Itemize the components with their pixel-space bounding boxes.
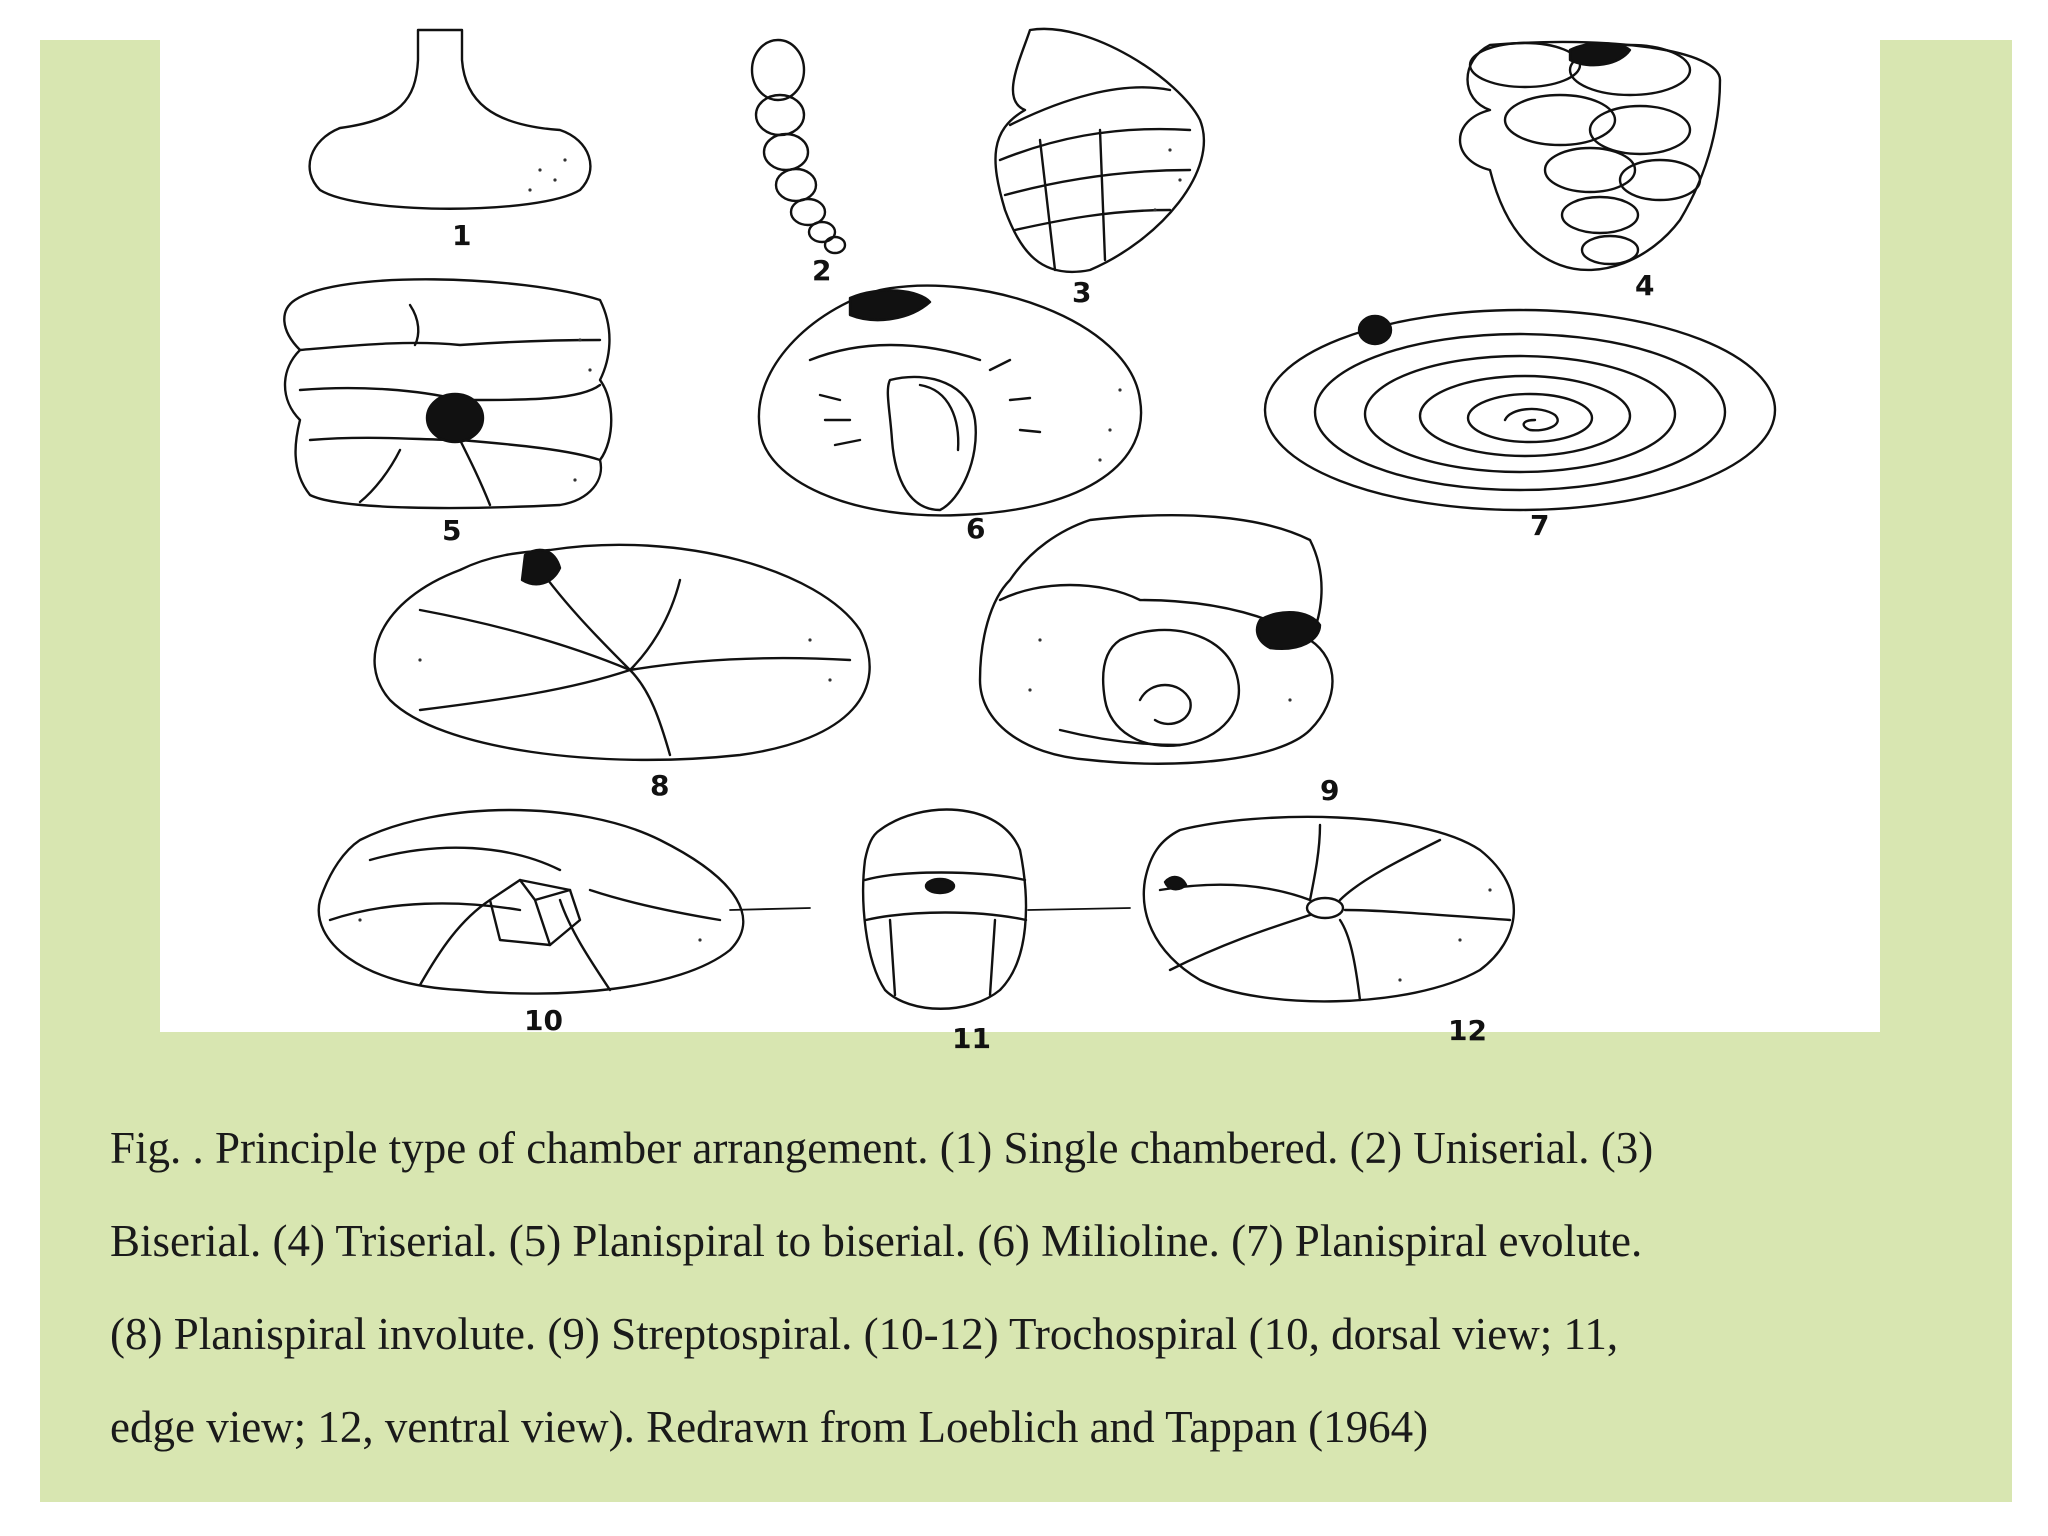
caption-panel: 1 2 3 4 5 6 7 8 9 10 11 12 Fig. . Princi…	[40, 27, 2012, 1502]
specimen-label-11: 11	[952, 1022, 991, 1055]
specimen-label-6: 6	[966, 512, 985, 545]
specimen-label-12: 12	[1448, 1014, 1487, 1047]
specimen-3-biserial	[994, 27, 1206, 274]
specimen-6-milioline	[757, 284, 1143, 517]
specimen-label-1: 1	[452, 219, 471, 252]
specimen-2-uniserial	[750, 38, 847, 255]
specimen-9-streptospiral	[978, 513, 1334, 765]
specimen-1-single-chambered	[308, 28, 592, 210]
specimen-12-trochospiral-ventral	[1142, 815, 1516, 1003]
caption-line: Biserial. (4) Triserial. (5) Planispiral…	[110, 1216, 1643, 1266]
specimen-label-5: 5	[442, 514, 461, 547]
specimen-8-planispiral-involute	[373, 543, 871, 762]
specimen-label-7: 7	[1530, 509, 1549, 542]
caption-line: Fig. . Principle type of chamber arrange…	[110, 1123, 1654, 1173]
specimen-label-8: 8	[650, 769, 669, 802]
caption-line: (8) Planispiral involute. (9) Streptospi…	[110, 1309, 1619, 1359]
figure-caption: Fig. . Principle type of chamber arrange…	[110, 1102, 1940, 1474]
specimen-11-trochospiral-edge	[862, 808, 1028, 1010]
foraminifera-chamber-diagram: 1 2 3 4 5 6 7 8 9 10 11 12	[283, 27, 1777, 1055]
figure-image: 1 2 3 4 5 6 7 8 9 10 11 12	[160, 27, 1880, 1055]
specimen-10-trochospiral-dorsal	[317, 808, 745, 995]
specimen-label-2: 2	[812, 254, 831, 287]
specimen-4-triserial	[1458, 40, 1722, 272]
specimen-label-3: 3	[1072, 276, 1091, 309]
specimen-5-planispiral-to-biserial	[283, 278, 613, 510]
caption-line: edge view; 12, ventral view). Redrawn fr…	[110, 1402, 1429, 1452]
specimen-label-4: 4	[1635, 269, 1654, 302]
specimen-label-9: 9	[1320, 774, 1339, 807]
specimen-label-10: 10	[524, 1004, 563, 1037]
stipple-texture	[358, 148, 1492, 982]
specimen-7-planispiral-evolute	[1263, 308, 1777, 512]
